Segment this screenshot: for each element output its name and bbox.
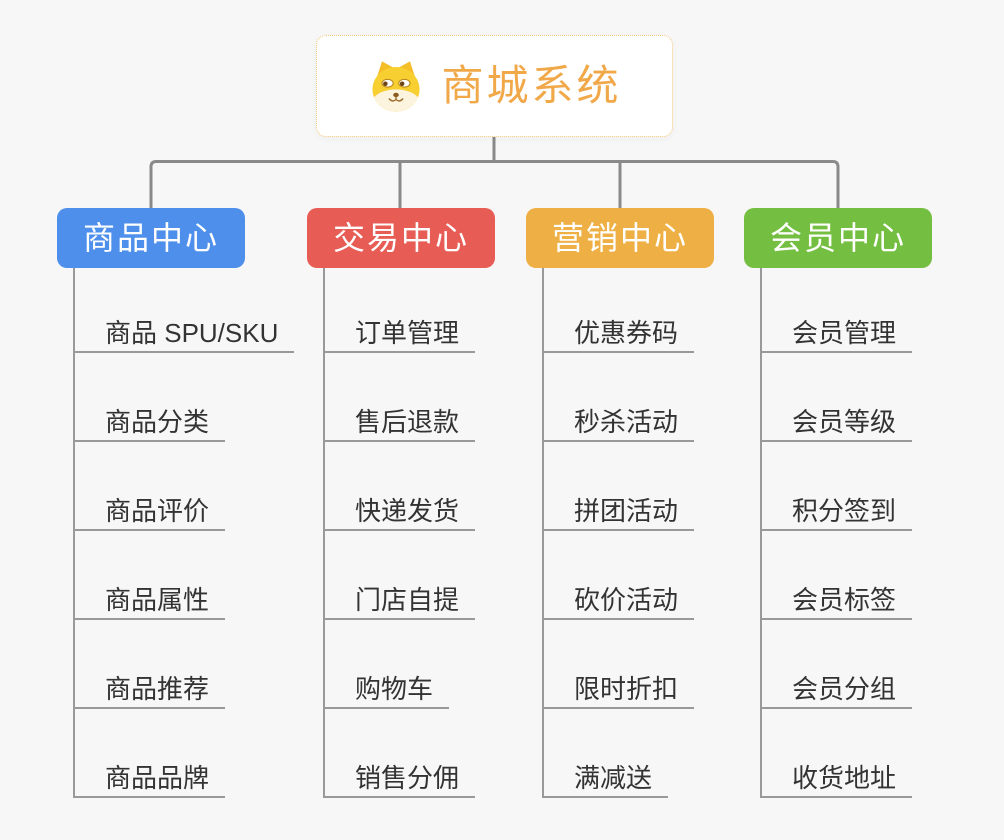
branch-spine: [73, 268, 75, 798]
child-node[interactable]: 售后退款: [323, 400, 476, 442]
child-node[interactable]: 商品推荐: [73, 667, 226, 709]
child-node[interactable]: 商品分类: [73, 400, 226, 442]
child-node[interactable]: 限时折扣: [542, 667, 695, 709]
child-node[interactable]: 商品评价: [73, 489, 226, 531]
dog-face-icon: [367, 58, 425, 114]
child-node[interactable]: 商品 SPU/SKU: [73, 311, 295, 353]
child-node[interactable]: 销售分佣: [323, 756, 476, 798]
branch-header-trade-center[interactable]: 交易中心: [307, 208, 495, 268]
root-node[interactable]: 商城系统: [316, 35, 673, 137]
child-node[interactable]: 商品属性: [73, 578, 226, 620]
child-node[interactable]: 会员等级: [760, 400, 913, 442]
branch-children-product-center: 商品 SPU/SKU 商品分类 商品评价 商品属性 商品推荐 商品品牌: [73, 268, 295, 798]
child-node[interactable]: 会员分组: [760, 667, 913, 709]
child-node[interactable]: 门店自提: [323, 578, 476, 620]
branch-spine: [323, 268, 325, 798]
child-node[interactable]: 拼团活动: [542, 489, 695, 531]
child-node[interactable]: 砍价活动: [542, 578, 695, 620]
branch-header-member-center[interactable]: 会员中心: [744, 208, 932, 268]
child-node[interactable]: 收货地址: [760, 756, 913, 798]
branch-rail-line: [149, 160, 840, 208]
child-node[interactable]: 商品品牌: [73, 756, 226, 798]
child-node[interactable]: 满减送: [542, 756, 669, 798]
child-node[interactable]: 购物车: [323, 667, 450, 709]
child-node[interactable]: 秒杀活动: [542, 400, 695, 442]
branch-header-product-center[interactable]: 商品中心: [57, 208, 245, 268]
branch-header-marketing-center[interactable]: 营销中心: [526, 208, 714, 268]
branch-spine: [542, 268, 544, 798]
branch-children-marketing-center: 优惠券码 秒杀活动 拼团活动 砍价活动 限时折扣 满减送: [542, 268, 695, 798]
child-node[interactable]: 会员管理: [760, 311, 913, 353]
branch-children-trade-center: 订单管理 售后退款 快递发货 门店自提 购物车 销售分佣: [323, 268, 476, 798]
branch-spine: [760, 268, 762, 798]
child-node[interactable]: 会员标签: [760, 578, 913, 620]
child-node[interactable]: 积分签到: [760, 489, 913, 531]
root-title: 商城系统: [441, 62, 622, 109]
child-node[interactable]: 快递发货: [323, 489, 476, 531]
branch-children-member-center: 会员管理 会员等级 积分签到 会员标签 会员分组 收货地址: [760, 268, 913, 798]
child-node[interactable]: 优惠券码: [542, 311, 695, 353]
child-node[interactable]: 订单管理: [323, 311, 476, 353]
